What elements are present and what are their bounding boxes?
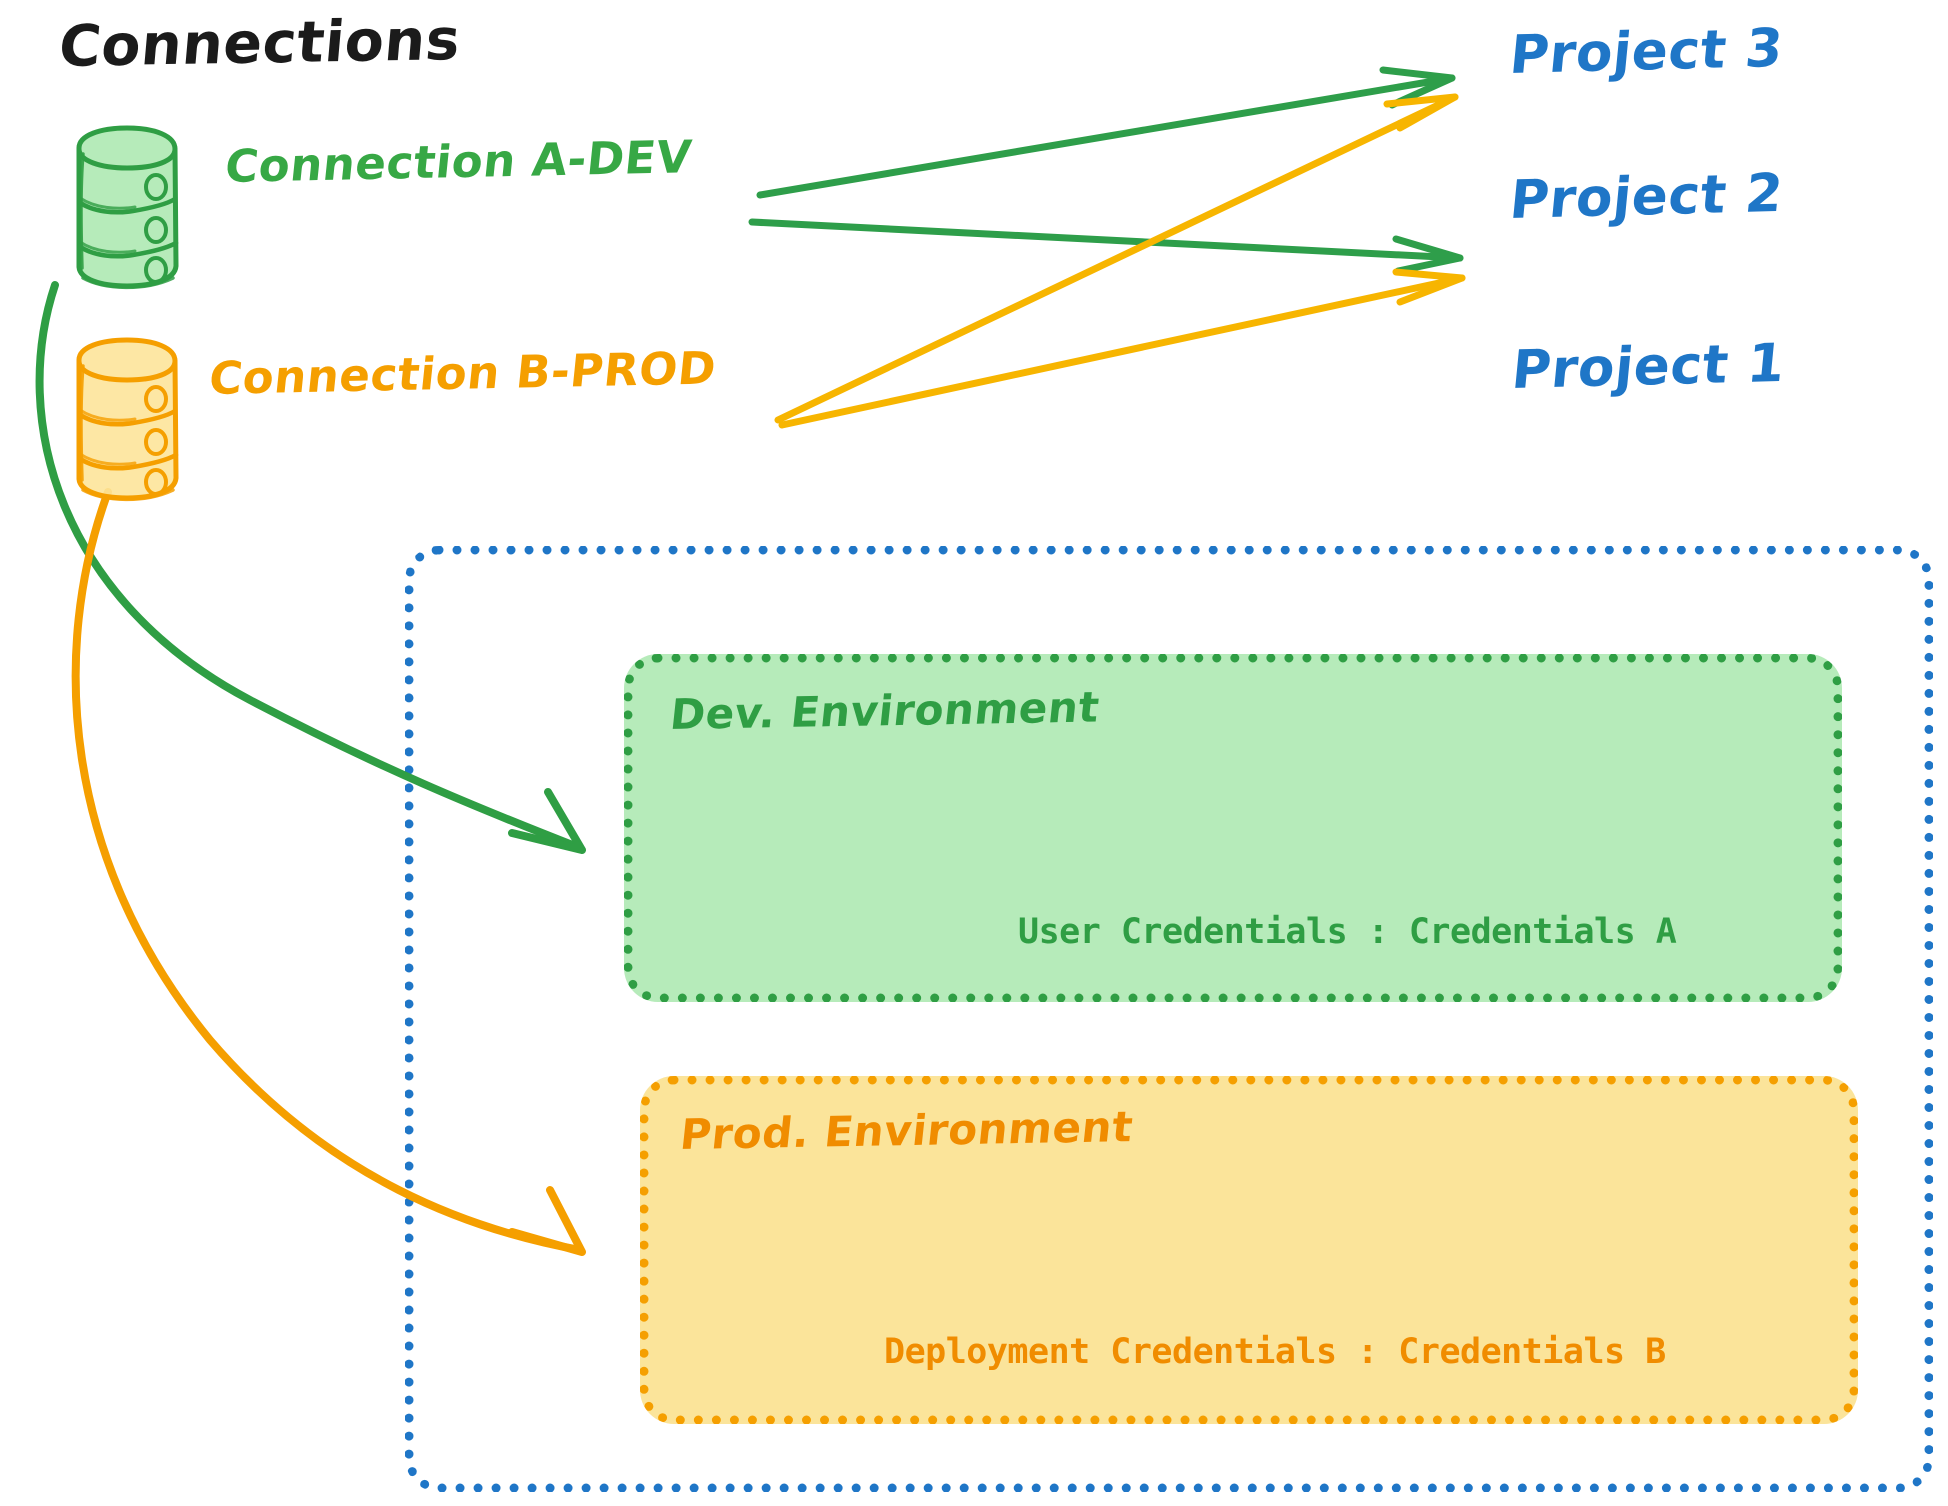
arrow-a-dev-to-project3 [756, 66, 1456, 199]
arrow-b-prod-to-project3 [774, 93, 1459, 424]
connection-b-prod-label: Connection B-PROD [206, 341, 719, 405]
page-title: Connections [56, 7, 464, 80]
arrow-b-prod-to-project2 [778, 268, 1466, 429]
database-cylinder-icon [76, 337, 179, 502]
prod-environment-box[interactable] [640, 1076, 1858, 1424]
dev-environment-credentials: User Credentials : Credentials A [1018, 912, 1677, 952]
connection-a-dev-database-icon[interactable] [63, 118, 193, 302]
dev-environment-title: Dev. Environment [667, 682, 1102, 739]
project-2-label[interactable]: Project 2 [1507, 162, 1786, 231]
prod-environment-title: Prod. Environment [677, 1102, 1136, 1159]
connection-b-prod-database-icon[interactable] [63, 330, 193, 514]
project-3-label[interactable]: Project 3 [1507, 17, 1786, 86]
arrow-a-dev-to-project2 [748, 218, 1464, 275]
prod-environment-credentials: Deployment Credentials : Credentials B [884, 1332, 1666, 1372]
database-cylinder-icon [76, 125, 179, 290]
dev-environment-box[interactable] [624, 654, 1842, 1002]
connection-a-dev-label: Connection A-DEV [222, 130, 695, 193]
project-1-label[interactable]: Project 1 [1509, 332, 1788, 401]
